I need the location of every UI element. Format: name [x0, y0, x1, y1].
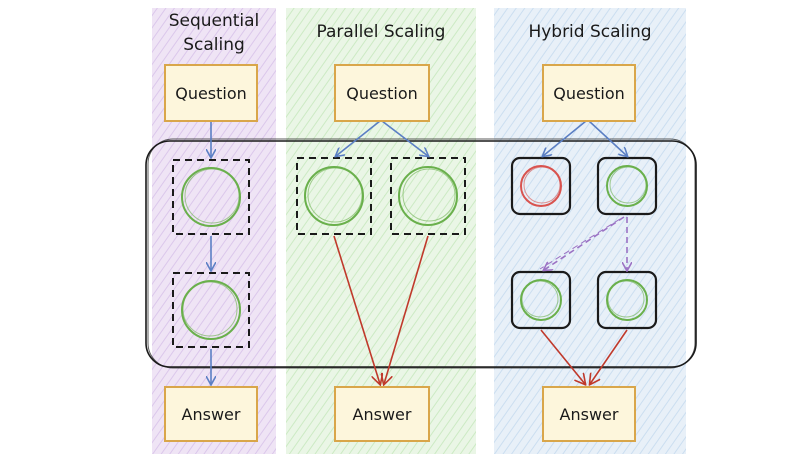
green-circle-icon	[304, 166, 364, 226]
green-circle-icon	[520, 279, 562, 321]
heading-sequential: Sequential Scaling	[168, 11, 260, 55]
hybrid-node-top-right	[596, 156, 658, 216]
green-circle-icon	[606, 279, 648, 321]
answer-box-sequential: Answer	[164, 386, 258, 442]
question-box-hybrid: Question	[542, 64, 636, 122]
question-box-sequential: Question	[164, 64, 258, 122]
arrow-par-node1-to-answer	[333, 235, 380, 384]
flow-arrows-blue	[211, 120, 627, 384]
green-circle-icon	[181, 167, 241, 227]
arrow-hyb-question-to-right	[588, 120, 627, 156]
sequential-node-1	[172, 159, 250, 235]
flow-arrows-red	[333, 235, 628, 384]
hybrid-node-bottom-right	[596, 270, 658, 330]
arrow-hyb-right-to-bottom-left-2	[539, 218, 621, 270]
sequential-node-2	[172, 272, 250, 348]
red-circle-icon	[520, 165, 562, 207]
parallel-node-1	[296, 157, 372, 235]
arrow-par-node2-to-answer	[384, 235, 429, 384]
parallel-node-2	[390, 157, 466, 235]
green-circle-icon	[398, 166, 458, 226]
heading-parallel: Parallel Scaling	[316, 22, 446, 42]
flow-arrows-dashed	[539, 216, 627, 270]
heading-hybrid: Hybrid Scaling	[528, 22, 652, 42]
green-circle-icon	[606, 165, 648, 207]
arrow-hyb-right-to-bottom-left	[544, 216, 625, 270]
arrow-par-question-to-node1	[336, 120, 381, 156]
answer-box-hybrid: Answer	[542, 386, 636, 442]
question-box-parallel: Question	[334, 64, 430, 122]
answer-box-parallel: Answer	[334, 386, 430, 442]
green-circle-icon	[181, 280, 241, 340]
arrow-hyb-right-to-answer	[590, 329, 628, 384]
arrow-par-question-to-node2	[381, 120, 428, 156]
arrow-hyb-question-to-left	[543, 120, 587, 156]
hybrid-node-bottom-left	[510, 270, 572, 330]
scaling-frame	[145, 138, 697, 369]
arrow-hyb-left-to-answer	[540, 329, 585, 384]
hybrid-node-top-left	[510, 156, 572, 216]
